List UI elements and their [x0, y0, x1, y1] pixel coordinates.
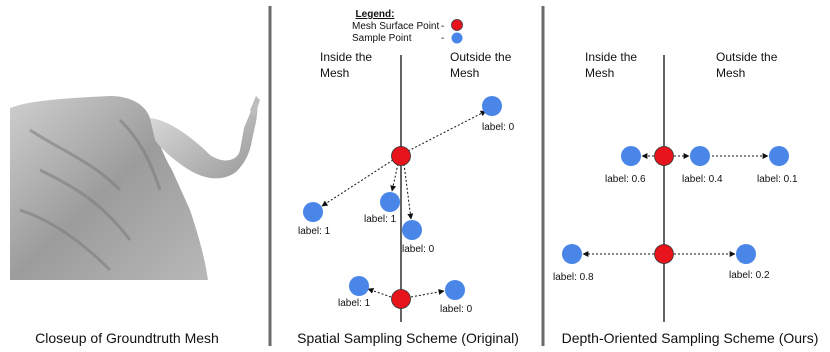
surface-point: [654, 146, 674, 166]
sample-label: label: 0.2: [729, 270, 770, 281]
surface-point: [391, 146, 411, 166]
depth-outside-heading-line2: Mesh: [716, 66, 745, 80]
legend-sample-label: Sample Point: [352, 33, 412, 44]
sample-label: label: 1: [338, 298, 371, 309]
spatial-outside-heading-line1: Outside the: [450, 50, 512, 64]
legend-title: Legend:: [356, 9, 395, 20]
mesh-shirt-fold: [19, 118, 162, 272]
spatial-arrow: [407, 110, 487, 152]
sample-label: label: 1: [298, 226, 331, 237]
closeup-caption: Closeup of Groundtruth Mesh: [35, 330, 219, 346]
sample-label: label: 1: [364, 214, 397, 225]
sample-point: [402, 220, 422, 240]
surface-point: [654, 244, 674, 264]
sample-point: [380, 192, 400, 212]
spatial-caption: Spatial Sampling Scheme (Original): [297, 330, 519, 346]
sample-point: [482, 96, 502, 116]
depth-inside-heading-line2: Mesh: [585, 66, 614, 80]
sample-label: label: 0.8: [553, 272, 594, 283]
spatial-arrow: [367, 287, 392, 298]
sample-label: label: 0.1: [757, 174, 798, 185]
sample-label: label: 0: [402, 244, 435, 255]
mesh-closeup-image: [10, 96, 260, 280]
spatial-arrow: [390, 163, 399, 192]
legend-sample-dash: -: [441, 33, 444, 44]
legend-surface-label: Mesh Surface Point: [352, 21, 439, 32]
mesh-finger: [250, 96, 260, 118]
spatial-inside-heading-line1: Inside the: [320, 50, 372, 64]
legend-surface-dash: -: [441, 21, 444, 32]
spatial-inside-heading-line2: Mesh: [320, 66, 349, 80]
sample-point: [349, 276, 369, 296]
spatial-arrow: [410, 289, 445, 298]
depth-outside-heading-line1: Outside the: [716, 50, 778, 64]
sample-label: label: 0: [482, 122, 515, 133]
depth-caption: Depth-Oriented Sampling Scheme (Ours): [562, 330, 819, 346]
sample-point: [690, 146, 710, 166]
sample-point: [303, 202, 323, 222]
sample-point: [562, 244, 582, 264]
legend-sample-point-marker: [451, 32, 463, 44]
sample-point: [621, 146, 641, 166]
legend-surface-point-marker: [451, 19, 463, 31]
surface-point: [391, 289, 411, 309]
depth-inside-heading-line1: Inside the: [585, 50, 637, 64]
sample-label: label: 0: [440, 304, 473, 315]
mesh-arm: [150, 96, 258, 179]
sample-label: label: 0.6: [605, 174, 646, 185]
mesh-torso: [10, 96, 208, 280]
spatial-arrow: [403, 163, 414, 220]
legend: Legend: Mesh Surface Point - Sample Poin…: [352, 9, 463, 44]
spatial-outside-heading-line2: Mesh: [450, 66, 479, 80]
sample-point: [769, 146, 789, 166]
spatial-panel: Inside the Mesh Outside the Mesh label: …: [298, 50, 515, 322]
sample-point: [445, 280, 465, 300]
sample-label: label: 0.4: [682, 174, 723, 185]
sample-point: [736, 244, 756, 264]
depth-panel: Inside the Mesh Outside the Mesh label: …: [553, 50, 798, 322]
